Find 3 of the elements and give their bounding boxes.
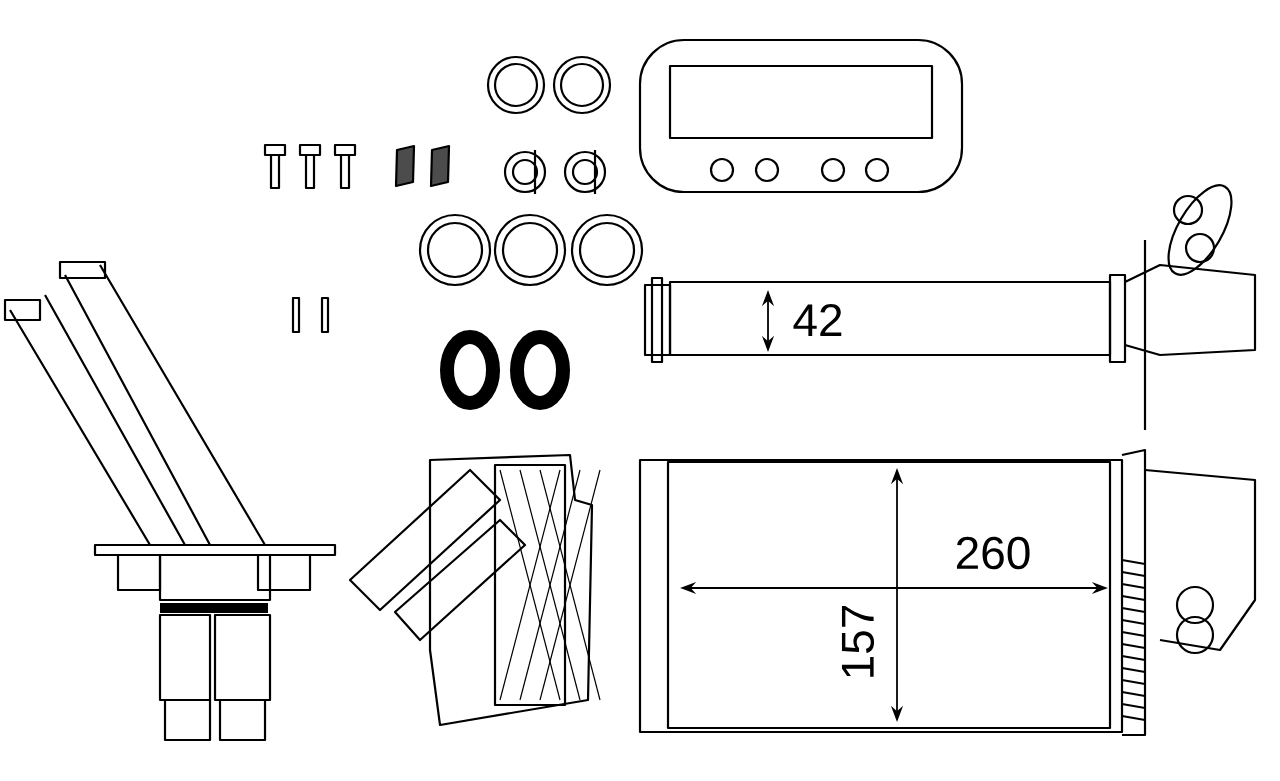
dimension-label: 260 — [956, 536, 1030, 570]
dimension-label: 157 — [841, 605, 875, 677]
dimension-label: 42 — [793, 303, 842, 337]
